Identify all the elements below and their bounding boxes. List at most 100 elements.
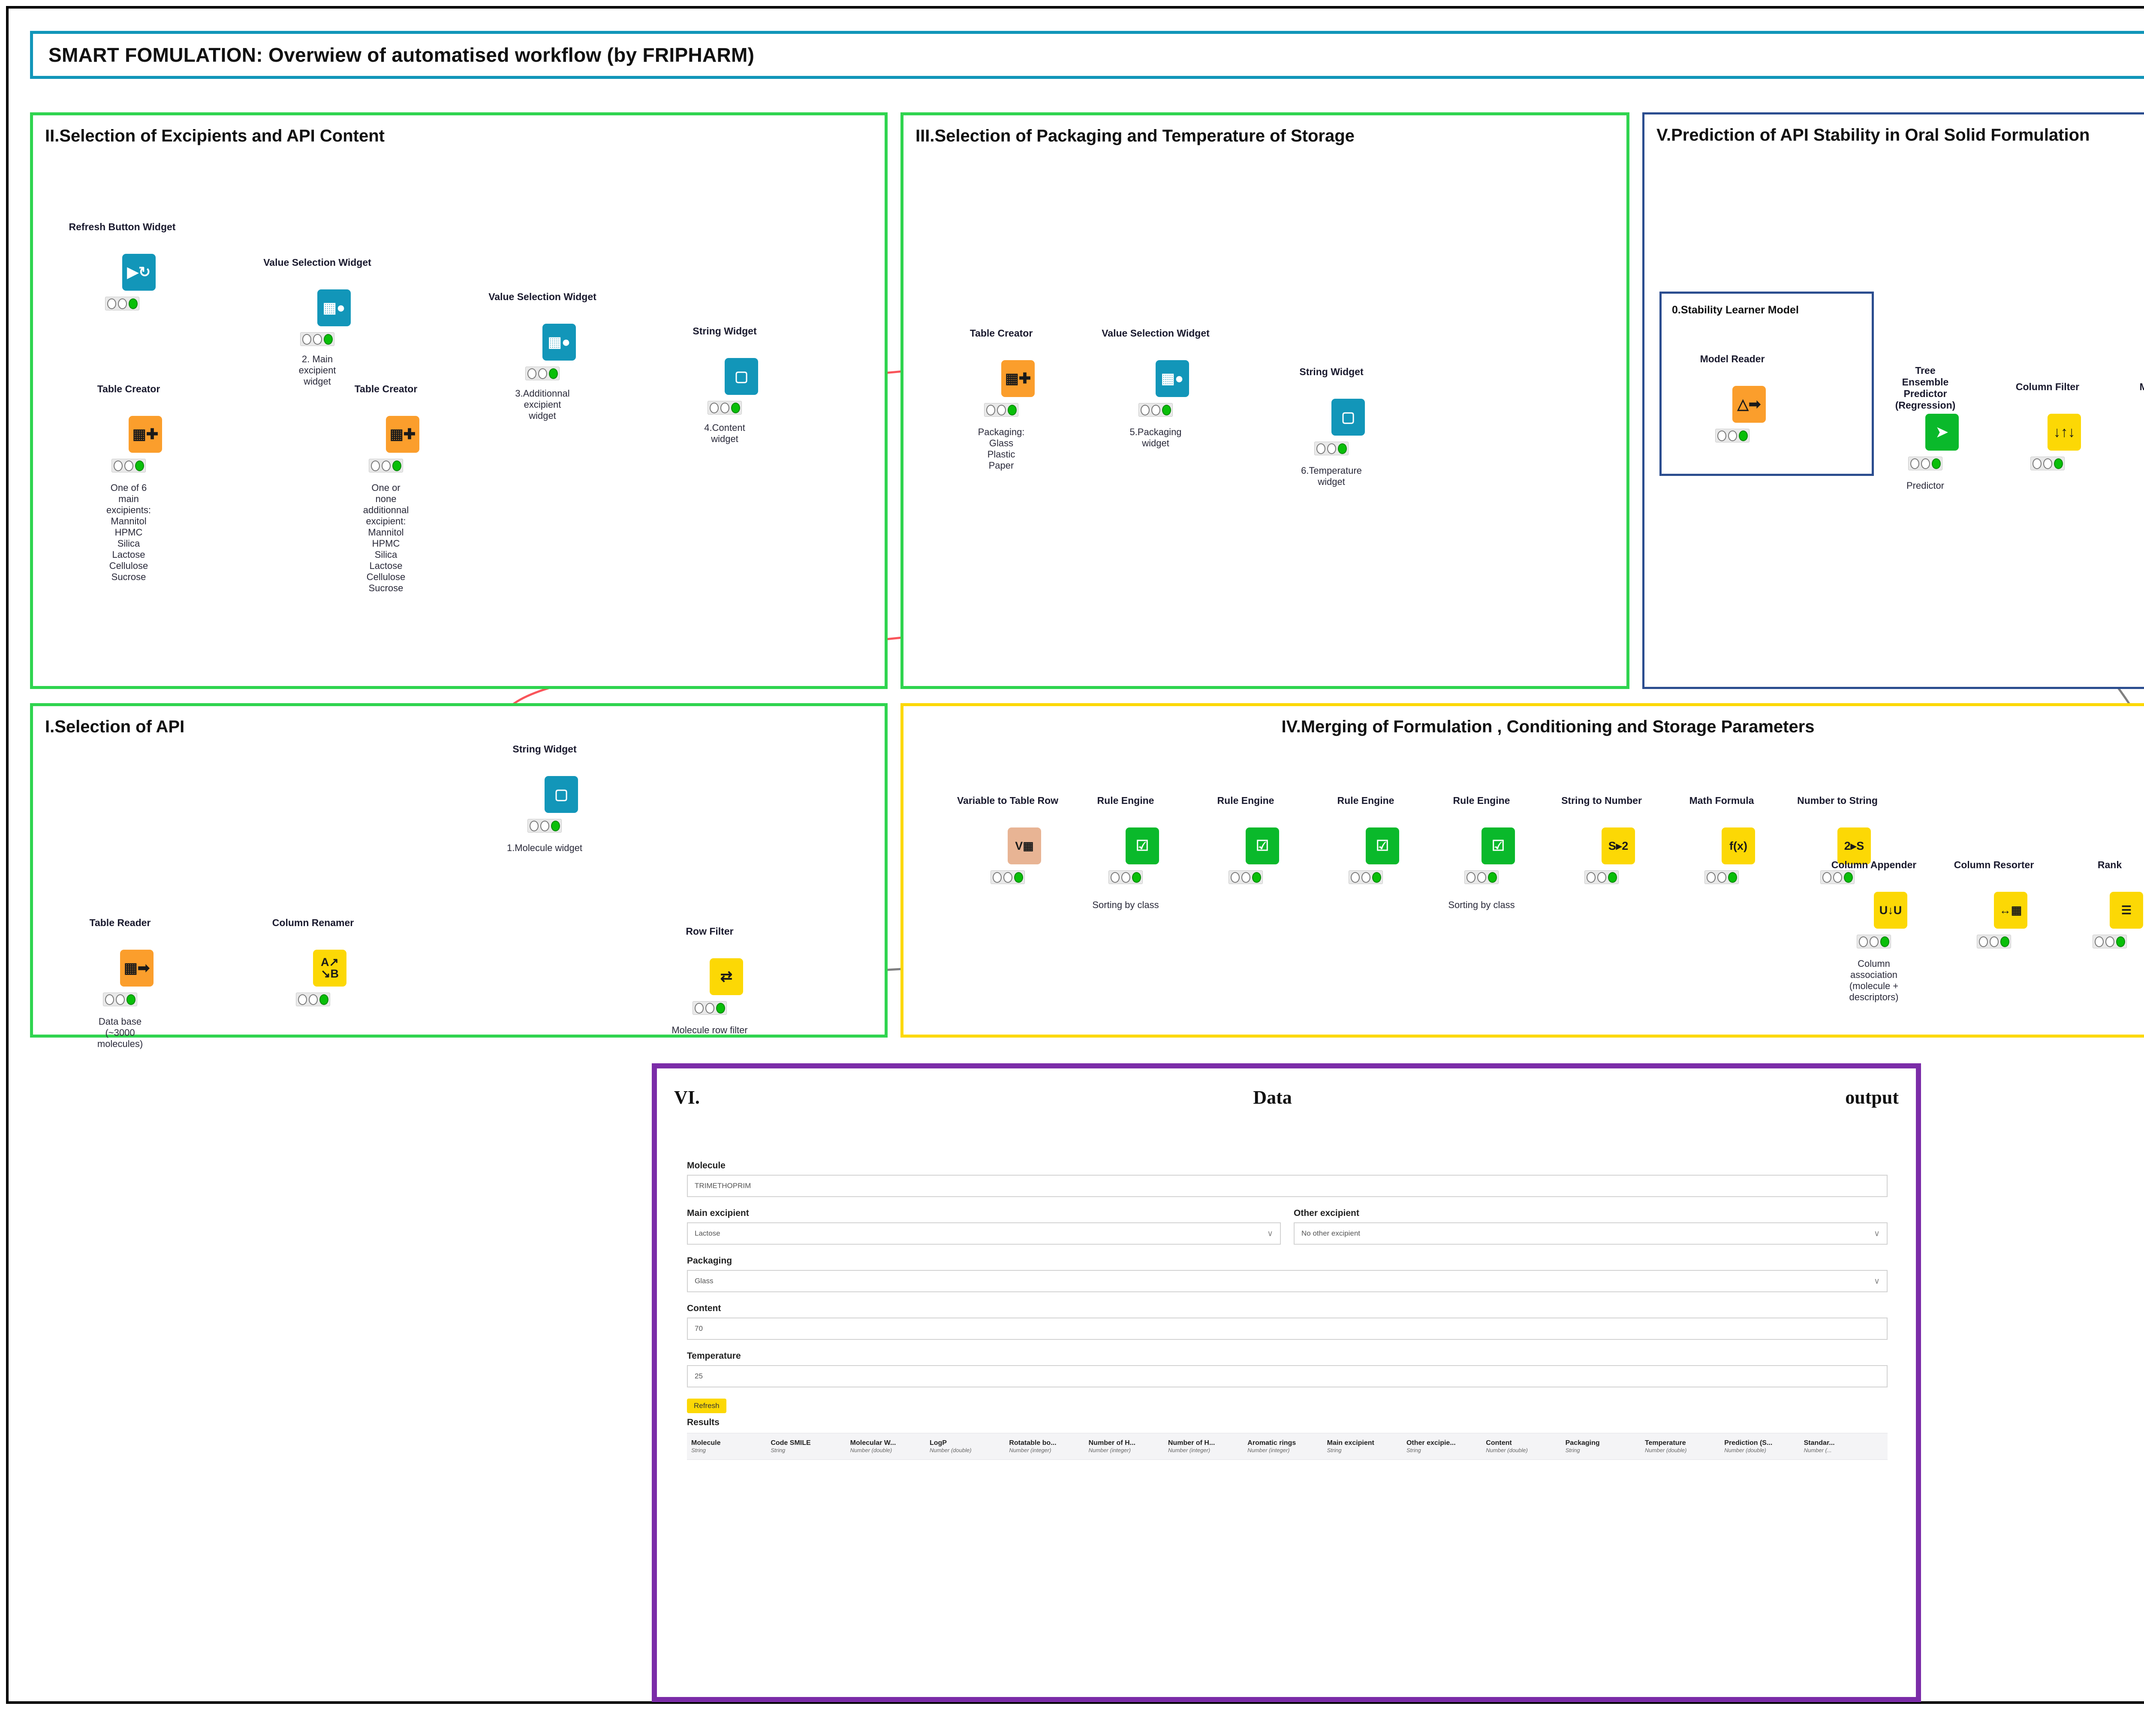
node-icon-string-widget[interactable]: ▢ [1331,399,1365,436]
node-icon-column-appender[interactable]: U↓U [1874,892,1907,929]
node-status [1584,870,1619,884]
results-label: Results [687,1417,720,1427]
node-label: Model Reader [1700,353,1765,364]
section-panel-IV: IV.Merging of Formulation , Conditioning… [900,703,2144,1038]
node-icon-table-creator[interactable]: ▦✚ [1001,360,1035,397]
node-label: String Widget [1299,366,1364,377]
node-icon-value-selection[interactable]: ▦● [542,324,576,361]
node-status [1857,935,1891,948]
results-column: Number of H...Number (integer) [1089,1439,1168,1453]
field-group-excipients: Main excipient Lactose ∨ Other excipient… [687,1208,1888,1245]
results-column-name: Standar... [1804,1439,1835,1447]
node-icon-rule-engine[interactable]: ☑ [1482,827,1515,864]
node-status [103,993,137,1006]
molecule-input[interactable]: TRIMETHOPRIM [687,1175,1888,1197]
field-main-excipient: Main excipient Lactose ∨ [687,1208,1281,1245]
node-icon-rule-engine[interactable]: ☑ [1246,827,1279,864]
section-VI-mid: Data [1253,1087,1292,1108]
node-icon-column-renamer[interactable]: A↗↘B [313,950,346,987]
results-column-type: String [1327,1447,1342,1453]
node-label: Rank [2097,859,2122,870]
node-icon-rule-engine[interactable]: ☑ [1366,827,1399,864]
node-icon-variable-to-table-row[interactable]: V▦ [1008,827,1041,864]
node-status [984,403,1018,417]
node-icon-math-formula[interactable]: f(x) [1722,827,1755,864]
node-icon-string-widget[interactable]: ▢ [725,358,758,395]
node-icon-string-to-number[interactable]: S▸2 [1602,827,1635,864]
node-sub-label: 1.Molecule widget [506,842,583,853]
temperature-input[interactable]: 25 [687,1365,1888,1387]
field-group-packaging: Packaging Glass ∨ [687,1256,1888,1292]
node-icon-table-creator[interactable]: ▦✚ [386,416,419,453]
node-label: Column Resorter [1954,859,2034,870]
node-status [300,332,334,346]
node-status [1229,870,1263,884]
node-icon-column-resorter[interactable]: ↔▦ [1994,892,2027,929]
node-status [525,367,560,380]
packaging-select[interactable]: Glass ∨ [687,1270,1888,1292]
results-column-type: Number (double) [1724,1447,1766,1453]
formulation-form: Molecule TRIMETHOPRIM Main excipient Lac… [687,1161,1888,1460]
node-label: Column Renamer [272,917,354,928]
node-icon-table-creator[interactable]: ▦✚ [129,416,162,453]
results-column: Rotatable bo...Number (integer) [1009,1439,1088,1453]
node-icon-rank[interactable]: ☰ [2110,892,2143,929]
node-icon-refresh-button[interactable]: ▶↻ [122,254,156,291]
content-input[interactable]: 70 [687,1318,1888,1340]
node-status [1138,403,1173,417]
results-column-name: Temperature [1644,1439,1686,1447]
results-column-name: Other excipie... [1406,1439,1456,1447]
node-icon-rule-engine[interactable]: ☑ [1126,827,1159,864]
node-sub-label: Data base (~3000 molecules) [97,1016,143,1049]
node-sub-label: 2. Main excipient widget [298,354,336,387]
node-icon-value-selection[interactable]: ▦● [1156,360,1189,397]
results-column-type: String [771,1447,786,1453]
node-label: Math Formula [2139,381,2144,392]
node-sub-label: 3.Additionnal excipient widget [515,388,570,421]
node-icon-model-reader[interactable]: △➡ [1732,386,1766,423]
packaging-value: Glass [695,1277,714,1285]
node-icon-row-filter[interactable]: ⇄ [710,958,743,995]
results-column-type: Number (integer) [1009,1447,1051,1453]
results-column-type: Number (double) [1486,1447,1528,1453]
results-column-name: LogP [929,1439,947,1447]
field-group-content: Content 70 [687,1303,1888,1340]
other-excipient-select[interactable]: No other excipient ∨ [1294,1222,1888,1245]
node-icon-column-filter[interactable]: ↓↑↓ [2048,414,2081,451]
node-icon-number-to-string[interactable]: 2▸S [1837,827,1871,864]
node-label: Rule Engine [1097,795,1154,806]
node-icon-tree-ensemble-predictor[interactable]: ➤ [1925,414,1959,451]
node-sub-label: One of 6 main excipients: Mannitol HPMC … [106,482,151,582]
node-status [369,459,403,472]
node-icon-value-selection[interactable]: ▦● [317,289,351,326]
node-sub-label: Molecule row filter [672,1025,748,1035]
temperature-label: Temperature [687,1351,741,1361]
node-icon-table-reader[interactable]: ▦➡ [120,950,154,987]
refresh-button[interactable]: Refresh [687,1399,726,1413]
node-icon-string-widget[interactable]: ▢ [545,776,578,813]
main-excipient-select[interactable]: Lactose ∨ [687,1222,1281,1245]
results-column-name: Code SMILE [771,1439,811,1447]
node-status [2093,935,2127,948]
node-label: Value Selection Widget [1102,328,1210,339]
node-status [2030,457,2065,470]
section-panel-0-stability-learner: 0.Stability Learner Model [1659,292,1874,476]
section-panel-III: III.Selection of Packaging and Temperatu… [900,112,1629,689]
node-label: String to Number [1561,795,1642,806]
results-column-type: Number (double) [929,1447,972,1453]
section-VI-numeral: VI. [674,1087,700,1108]
node-status [1108,870,1143,884]
section-VI-right: output [1845,1087,1899,1108]
molecule-label: Molecule [687,1161,726,1170]
results-column-name: Number of H... [1168,1439,1215,1447]
section-VI-title-row: VI. Data output [657,1086,1916,1108]
figure-border [6,6,2144,1704]
results-column-type: Number (integer) [1168,1447,1211,1453]
section-I-title: I.Selection of API [45,717,185,736]
node-label: Table Creator [354,383,418,394]
